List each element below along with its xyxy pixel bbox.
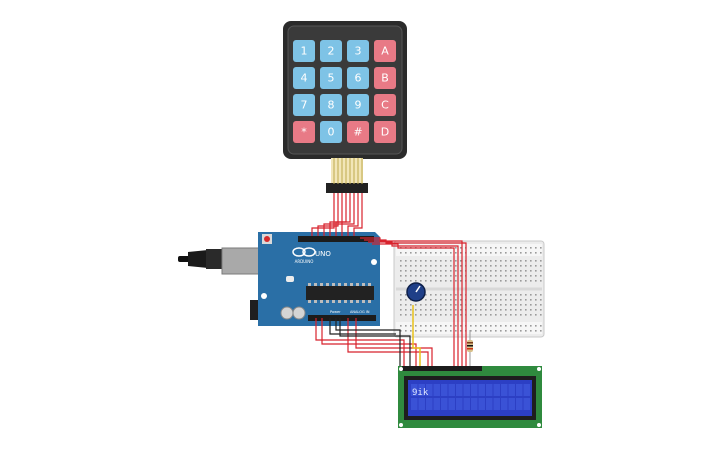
key-9[interactable]: 9: [347, 94, 369, 116]
key-face: [320, 94, 342, 116]
arduino-logo: [292, 247, 316, 257]
key-face: [293, 40, 315, 62]
signal-wires: [315, 237, 467, 370]
key-label: B: [381, 72, 389, 85]
microcontroller-chip: [306, 286, 374, 300]
key-5[interactable]: 5: [320, 67, 342, 89]
resistor: [467, 330, 473, 370]
key-label: 9: [355, 99, 362, 112]
chip-pins: [308, 283, 371, 303]
key-hash[interactable]: #: [347, 121, 369, 143]
capacitor-2: [292, 306, 306, 320]
key-3[interactable]: 3: [347, 40, 369, 62]
key-label: 3: [355, 45, 362, 58]
key-label: 6: [355, 72, 362, 85]
power-analog-header: [308, 315, 376, 321]
key-face: [293, 67, 315, 89]
key-face: [374, 121, 396, 143]
key-face: [293, 121, 315, 143]
key-label: 2: [328, 45, 335, 58]
key-face: [347, 94, 369, 116]
potentiometer[interactable]: [406, 282, 426, 302]
breadboard[interactable]: [393, 240, 545, 338]
key-face: [320, 67, 342, 89]
key-face: [347, 67, 369, 89]
power-label: Power: [330, 310, 341, 314]
contrast-wire: [412, 305, 421, 370]
key-face: [374, 94, 396, 116]
key-label: 8: [328, 99, 335, 112]
key-label: *: [301, 126, 307, 139]
key-star[interactable]: *: [293, 121, 315, 143]
digital-header: [298, 236, 374, 242]
usb-plug: [206, 249, 224, 269]
capacitor-1: [280, 306, 294, 320]
key-face: [374, 40, 396, 62]
ribbon-header: [326, 183, 368, 193]
key-d[interactable]: D: [374, 121, 396, 143]
mount-hole-2: [371, 259, 377, 265]
keypad-wires: [311, 193, 363, 236]
arduino-brand: ARDUINO: [295, 259, 314, 264]
key-face: [347, 40, 369, 62]
ribbon-pins: [333, 158, 363, 184]
key-label: 0: [328, 126, 335, 139]
crystal: [286, 276, 294, 282]
key-b[interactable]: B: [374, 67, 396, 89]
lcd-header: [402, 366, 482, 371]
key-4[interactable]: 4: [293, 67, 315, 89]
potentiometer-indicator: [415, 285, 421, 293]
key-face: [293, 94, 315, 116]
key-1[interactable]: 1: [293, 40, 315, 62]
key-c[interactable]: C: [374, 94, 396, 116]
keypad-keys: 1 2 3 A 4 5 6 B 7 8 9 C * 0 # D: [293, 40, 396, 143]
keypad-face: [287, 25, 403, 155]
usb-cable: [188, 250, 208, 268]
arduino-model: UNO: [315, 250, 331, 258]
key-label: 5: [328, 72, 335, 85]
ground-wires: [329, 318, 411, 370]
key-label: 7: [301, 99, 308, 112]
keypad[interactable]: 1 2 3 A 4 5 6 B 7 8 9 C * 0 # D: [283, 21, 407, 159]
breadboard-bottom-rail: [396, 322, 542, 334]
key-6[interactable]: 6: [347, 67, 369, 89]
key-face: [374, 67, 396, 89]
key-0[interactable]: 0: [320, 121, 342, 143]
lcd-text: 9ik: [412, 388, 429, 398]
analog-in-label: ANALOG IN: [350, 310, 370, 314]
key-label: A: [381, 45, 389, 58]
lcd-display[interactable]: 9ik: [398, 366, 542, 428]
key-face: [347, 121, 369, 143]
mount-hole-1: [261, 293, 267, 299]
usb-cable-tip: [178, 256, 190, 262]
key-label: D: [381, 126, 389, 139]
keypad-ribbon: [326, 158, 368, 193]
key-2[interactable]: 2: [320, 40, 342, 62]
key-face: [320, 121, 342, 143]
key-label: 1: [301, 45, 308, 58]
key-label: C: [381, 99, 389, 112]
reset-button-cap: [264, 236, 270, 242]
arduino-board: [258, 232, 380, 326]
key-label: 4: [301, 72, 308, 85]
arduino-uno[interactable]: ARDUINO UNO Power ANALOG IN: [178, 232, 380, 326]
key-face: [320, 40, 342, 62]
key-label: #: [353, 126, 362, 139]
key-a[interactable]: A: [374, 40, 396, 62]
key-7[interactable]: 7: [293, 94, 315, 116]
key-8[interactable]: 8: [320, 94, 342, 116]
lcd-character-cells: [411, 384, 530, 410]
